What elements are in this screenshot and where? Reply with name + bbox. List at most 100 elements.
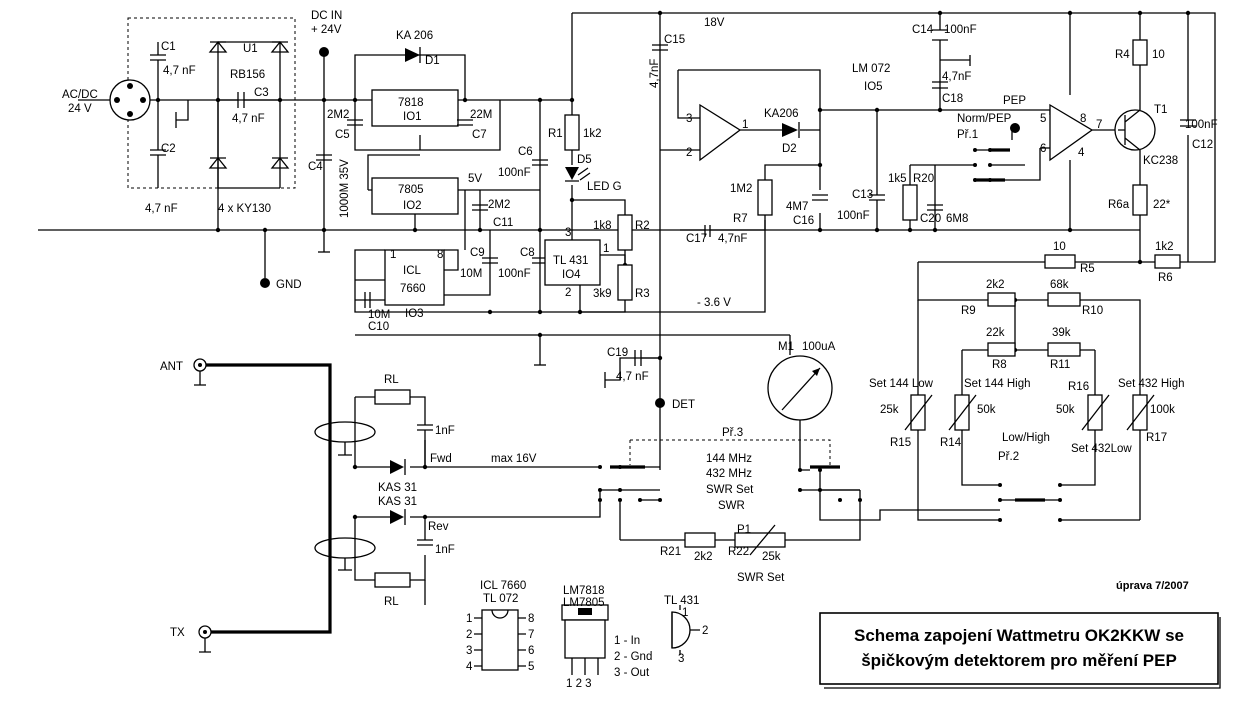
label-r22-value: 25k	[762, 551, 781, 563]
label-d2: D2	[782, 143, 797, 155]
label-c13: C13	[852, 189, 873, 201]
label-dip-pin-2: 2	[466, 629, 472, 641]
c11-capacitor	[472, 204, 488, 211]
d1-diode	[405, 47, 421, 63]
label-norm-pep: Norm/PEP	[957, 113, 1012, 125]
c19-capacitor	[634, 350, 660, 366]
c1-capacitor	[150, 42, 166, 100]
kas31-diode-rev	[390, 509, 406, 525]
label-dip-pin-3: 3	[466, 645, 472, 657]
label-d1: D1	[425, 55, 440, 67]
label-io4: IO4	[562, 269, 581, 281]
c10-capacitor	[364, 292, 371, 308]
bridge-diodes	[208, 40, 290, 169]
rl-resistor-top	[374, 389, 411, 405]
label-opamp-pin2: 2	[686, 147, 692, 159]
label-opamp-pin6: 6	[1040, 143, 1046, 155]
r7-resistor	[757, 179, 773, 216]
r3-resistor	[617, 264, 633, 301]
label-io3-pin8: 8	[437, 249, 443, 261]
t1-transistor	[1114, 109, 1156, 151]
label-ac-dc: AC/DC	[62, 89, 98, 101]
ic-7818	[371, 89, 459, 127]
c3-capacitor	[218, 92, 258, 108]
ic-7805	[371, 177, 459, 215]
label-r8-value: 22k	[986, 327, 1005, 339]
label-r17-value: 100k	[1150, 404, 1175, 416]
label-swr: SWR	[718, 500, 745, 512]
label-opamp-pin5: 5	[1040, 113, 1046, 125]
wiring	[38, 12, 1216, 634]
label-r9-value: 2k2	[986, 279, 1005, 291]
label-r20-value: 1k5	[888, 173, 907, 185]
c15-capacitor	[652, 44, 668, 51]
d2-diode	[782, 122, 800, 138]
label-r9: R9	[961, 305, 976, 317]
label-r2-value: 1k8	[593, 220, 612, 232]
label-c11-value: 2M2	[488, 199, 510, 211]
label-dip-pin-8: 8	[528, 613, 534, 625]
label-ka206-top: KA 206	[396, 30, 433, 42]
label-c19-value: 4,7 nF	[616, 371, 649, 383]
dip8-pinout	[474, 609, 526, 671]
label-5v: 5V	[468, 173, 482, 185]
label-pr1: Př.1	[957, 129, 978, 141]
label-7805: 7805	[398, 184, 424, 196]
label-ky130: 4 x KY130	[218, 203, 271, 215]
label-io4-pin3: 3	[565, 227, 571, 239]
label-set-144-low: Set 144 Low	[869, 378, 934, 390]
label-r14-value: 50k	[977, 404, 996, 416]
label-opamp-pin8: 8	[1080, 113, 1086, 125]
kas31-diode-fwd	[390, 459, 406, 475]
label-c19: C19	[607, 347, 628, 359]
c12-capacitor	[1180, 119, 1196, 127]
gnd-terminal	[260, 278, 270, 288]
label-swr-set: SWR Set	[706, 484, 754, 496]
label-io5: IO5	[864, 81, 883, 93]
label-c17: C17	[686, 233, 707, 245]
label-opamp-pin3: 3	[686, 113, 692, 125]
dashed-links	[127, 17, 831, 465]
label-r6a: R6a	[1108, 199, 1130, 211]
c7-capacitor	[457, 119, 473, 126]
label-c2-value: 4,7 nF	[145, 203, 178, 215]
label-r5-value: 10	[1053, 241, 1066, 253]
label-c12: C12	[1192, 139, 1213, 151]
label-dip-pin-1: 1	[466, 613, 472, 625]
label-c14: C14	[912, 24, 934, 36]
label-lm072: LM 072	[852, 63, 890, 75]
r1-resistor	[564, 114, 580, 151]
label-m1-value: 100uA	[802, 341, 836, 353]
label-ant: ANT	[160, 361, 183, 373]
r4-resistor	[1132, 39, 1148, 66]
label-r21: R21	[660, 546, 681, 558]
label-pep: PEP	[1003, 95, 1026, 107]
m1-meter	[767, 355, 833, 421]
c6-capacitor	[532, 159, 548, 166]
label-7818: 7818	[398, 97, 424, 109]
label-r8: R8	[992, 359, 1007, 371]
label-lm7805-pinout: LM7805	[563, 597, 605, 609]
label-c6-value: 100nF	[498, 167, 531, 179]
label-r6-value: 1k2	[1155, 241, 1174, 253]
label-low-high: Low/High	[1002, 432, 1050, 444]
label-c2: C2	[161, 143, 176, 155]
label-c1-value: 4,7 nF	[163, 65, 196, 77]
label-r16-value: 50k	[1056, 404, 1075, 416]
label-kas31-fwd: KAS 31	[378, 482, 417, 494]
label-c3: C3	[254, 87, 269, 99]
d5-led	[565, 167, 591, 182]
label-kas31-rev: KAS 31	[378, 496, 417, 508]
label-m1: M1	[778, 341, 794, 353]
label-set-144-high: Set 144 High	[964, 378, 1031, 390]
label-c7: C7	[472, 129, 487, 141]
trimmer-r14	[948, 394, 977, 431]
label-18v: 18V	[704, 17, 725, 29]
label-c9: C9	[470, 247, 485, 259]
text-labels: AC/DC 24 V C1 4,7 nF C2 4,7 nF U1 RB156 …	[62, 10, 1218, 690]
label-pin-gnd: 2 - Gnd	[614, 651, 652, 663]
label-tl431-pin-3: 3	[678, 653, 684, 665]
title-line-2: špičkovým detektorem pro měření PEP	[861, 651, 1177, 670]
label-opamp-pin1: 1	[742, 119, 748, 131]
